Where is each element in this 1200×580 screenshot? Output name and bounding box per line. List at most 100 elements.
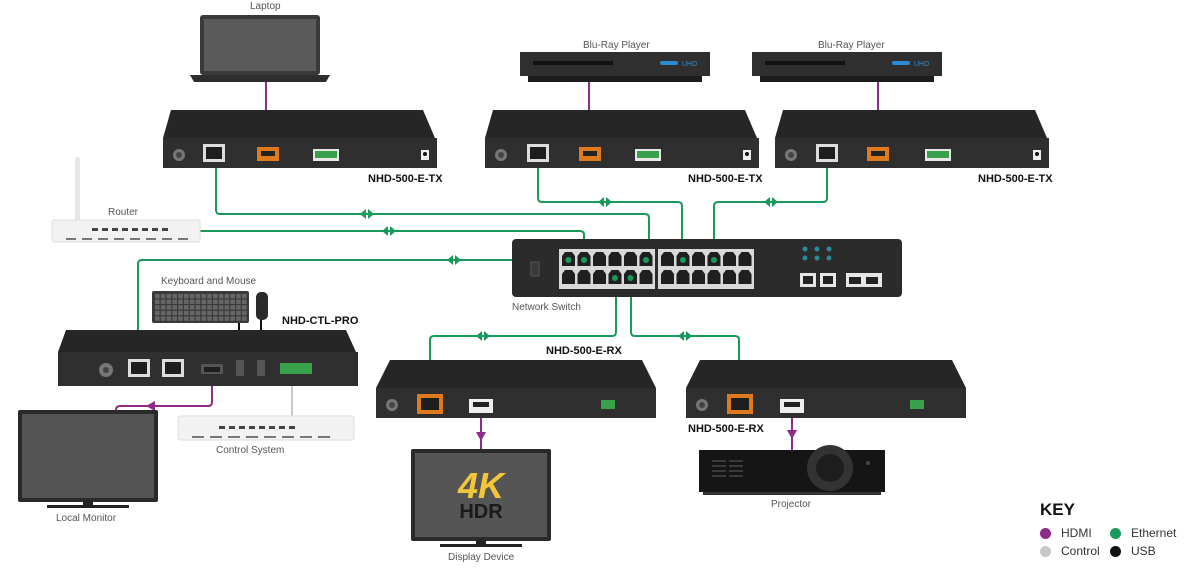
switch-port[interactable] — [723, 252, 736, 266]
laptop-icon[interactable] — [190, 15, 330, 82]
keyboard-key — [224, 305, 230, 310]
tv-icon[interactable]: 4K HDR — [411, 449, 551, 547]
router-icon[interactable] — [51, 157, 201, 243]
keyboard-key — [213, 316, 218, 321]
usb-dot-icon — [1110, 545, 1121, 557]
encoder-tx-1[interactable] — [163, 110, 437, 168]
keyboard-key — [213, 299, 218, 304]
keyboard-key — [178, 310, 183, 316]
keyboard-key — [155, 305, 160, 310]
switch-port[interactable] — [692, 252, 705, 266]
keyboard-key — [218, 294, 224, 299]
keyboard-key — [172, 310, 177, 316]
keyboard-key — [236, 316, 241, 321]
switch-port[interactable] — [738, 252, 752, 266]
legend: KEY HDMI Ethernet Control USB — [1040, 500, 1200, 558]
encoder-tx-3[interactable] — [775, 110, 1049, 168]
bluray-player-2[interactable]: UHD — [752, 52, 942, 82]
keyboard-key — [172, 294, 177, 299]
switch-port[interactable] — [738, 270, 752, 284]
network-switch-icon[interactable] — [512, 239, 902, 297]
keyboard-key — [224, 299, 230, 304]
switch-port[interactable] — [562, 270, 575, 284]
switch-port[interactable] — [676, 270, 690, 284]
display-device-label: Display Device — [448, 552, 515, 563]
keyboard-key — [213, 294, 218, 299]
switch-port[interactable] — [723, 270, 736, 284]
keyboard-key — [230, 310, 235, 316]
switch-port[interactable] — [624, 252, 637, 266]
tv-hdr-text: HDR — [459, 501, 503, 523]
keyboard-key — [155, 316, 160, 321]
keyboard-key — [189, 299, 195, 304]
keyboard-key — [178, 305, 183, 310]
switch-port[interactable] — [707, 270, 721, 284]
keyboard-key — [236, 294, 241, 299]
legend-item-ethernet: Ethernet — [1110, 526, 1190, 540]
ethernet-cables — [137, 158, 828, 410]
port-link-indicator — [612, 275, 618, 281]
keyboard-key — [242, 316, 247, 321]
legend-label: HDMI — [1061, 526, 1092, 540]
local-monitor-label: Local Monitor — [56, 513, 117, 524]
keyboard-key — [189, 305, 195, 310]
keyboard-key — [242, 310, 247, 316]
keyboard-key — [178, 294, 183, 299]
keyboard-key — [172, 299, 177, 304]
bluray-1-label: Blu-Ray Player — [583, 40, 650, 51]
keyboard-key — [195, 310, 201, 316]
switch-port[interactable] — [593, 270, 606, 284]
keyboard-key — [224, 294, 230, 299]
switch-port[interactable] — [639, 270, 653, 284]
switch-port[interactable] — [661, 252, 674, 266]
tv-4k-text: 4K — [457, 465, 507, 506]
legend-item-control: Control — [1040, 544, 1110, 558]
keyboard-key — [160, 310, 166, 316]
keyboard-key — [207, 316, 212, 321]
ethernet-dot-icon — [1110, 527, 1121, 539]
switch-port[interactable] — [608, 252, 622, 266]
hdmi-ctl-monitor — [115, 378, 213, 412]
keyboard-key — [224, 310, 230, 316]
keyboard-key — [207, 299, 212, 304]
switch-port[interactable] — [593, 252, 606, 266]
switch-port[interactable] — [692, 270, 705, 284]
keyboard-key — [172, 316, 177, 321]
switch-port[interactable] — [661, 270, 674, 284]
keyboard-key — [184, 316, 189, 321]
ethernet-direction-arrows — [360, 197, 778, 341]
control-system-icon[interactable] — [177, 415, 355, 441]
keyboard-key — [207, 305, 212, 310]
keyboard-key — [230, 316, 235, 321]
keyboard-key — [155, 294, 160, 299]
keyboard-key — [166, 299, 172, 304]
decoder-rx-2[interactable] — [686, 360, 966, 418]
keyboard-key — [178, 316, 183, 321]
keyboard-key — [184, 299, 189, 304]
controller-nhd-ctl-pro[interactable] — [58, 330, 358, 386]
keyboard-key — [166, 305, 172, 310]
legend-label: Ethernet — [1131, 526, 1177, 540]
port-link-indicator — [680, 257, 686, 263]
keyboard-key — [201, 294, 206, 299]
control-system-label: Control System — [216, 445, 285, 456]
monitor-icon[interactable] — [18, 410, 158, 508]
ethernet-tx1-switch — [215, 158, 650, 258]
keyboard-key — [166, 310, 172, 316]
legend-item-hdmi: HDMI — [1040, 526, 1110, 540]
rx-2-model: NHD-500-E-RX — [688, 423, 764, 435]
switch-port[interactable] — [577, 270, 591, 284]
decoder-rx-1[interactable] — [376, 360, 656, 418]
keyboard-mouse-icon[interactable] — [152, 291, 268, 323]
keyboard-key — [160, 305, 166, 310]
encoder-tx-2[interactable] — [485, 110, 759, 168]
port-link-indicator — [581, 257, 587, 263]
keyboard-key — [236, 310, 241, 316]
laptop-label: Laptop — [250, 1, 281, 12]
projector-icon[interactable] — [699, 445, 885, 495]
keyboard-key — [213, 305, 218, 310]
controller-model: NHD-CTL-PRO — [282, 315, 359, 327]
keyboard-key — [160, 316, 166, 321]
bluray-player-1[interactable]: UHD — [520, 52, 710, 82]
